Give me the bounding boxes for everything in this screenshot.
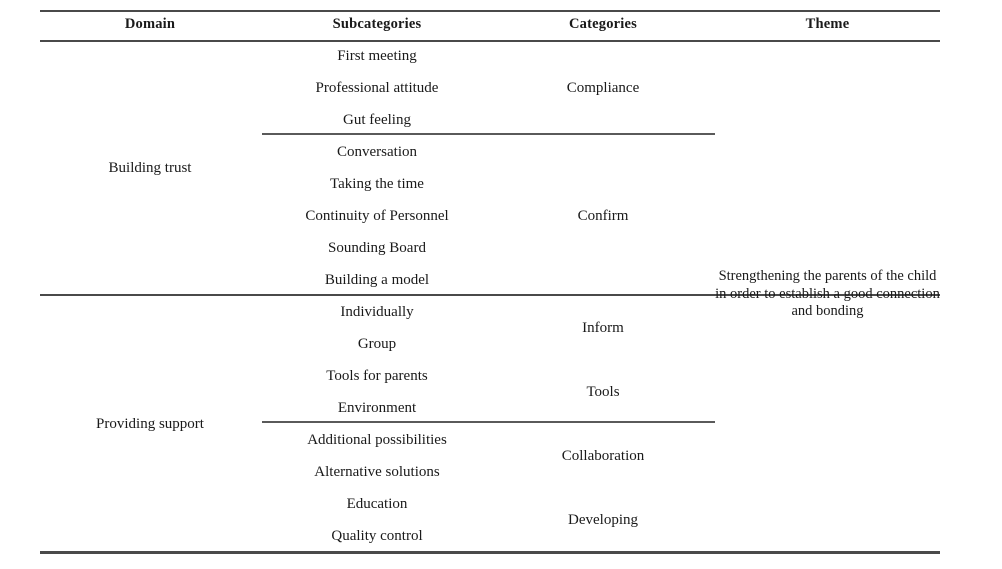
theme-cell: Strengthening the parents of the child i… xyxy=(715,268,940,319)
subcategory-gut-feeling: Gut feeling xyxy=(343,112,411,128)
column-header-subcategories: Subcategories xyxy=(332,16,422,32)
subcategory-conversation: Conversation xyxy=(337,144,417,160)
domain-cell-building-trust: Building trust xyxy=(108,160,192,176)
subcategory-additional-possibilities: Additional possibilities xyxy=(307,432,447,448)
domain-cell-providing-support: Providing support xyxy=(96,416,204,432)
subcategory-group: Group xyxy=(357,336,397,352)
category-developing: Developing xyxy=(568,512,638,528)
category-divider-tools-collaboration xyxy=(262,421,715,423)
subcategory-taking-the-time: Taking the time xyxy=(330,176,424,192)
column-header-categories: Categories xyxy=(568,16,638,32)
subcategory-building-a-model: Building a model xyxy=(324,272,430,288)
subcategory-quality-control: Quality control xyxy=(331,528,423,544)
table-header-border xyxy=(40,40,940,42)
subcategory-education: Education xyxy=(346,496,408,512)
category-confirm: Confirm xyxy=(577,208,629,224)
subcategory-first-meeting: First meeting xyxy=(337,48,417,64)
category-tools: Tools xyxy=(586,384,620,400)
subcategory-individually: Individually xyxy=(340,304,414,320)
table-top-border xyxy=(40,10,940,12)
subcategory-sounding-board: Sounding Board xyxy=(328,240,426,256)
subcategory-tools-for-parents: Tools for parents xyxy=(326,368,428,384)
table-domain-divider xyxy=(40,294,940,296)
category-compliance: Compliance xyxy=(566,80,640,96)
table-bottom-border xyxy=(40,551,940,554)
subcategory-alternative-solutions: Alternative solutions xyxy=(314,464,440,480)
column-header-domain: Domain xyxy=(124,16,176,32)
subcategory-continuity-of-personnel: Continuity of Personnel xyxy=(305,208,449,224)
category-collaboration: Collaboration xyxy=(561,448,645,464)
category-divider-compliance-confirm xyxy=(262,133,715,135)
subcategory-professional-attitude: Professional attitude xyxy=(315,80,439,96)
subcategory-environment: Environment xyxy=(337,400,417,416)
category-inform: Inform xyxy=(582,320,624,336)
column-header-theme: Theme xyxy=(805,16,850,32)
